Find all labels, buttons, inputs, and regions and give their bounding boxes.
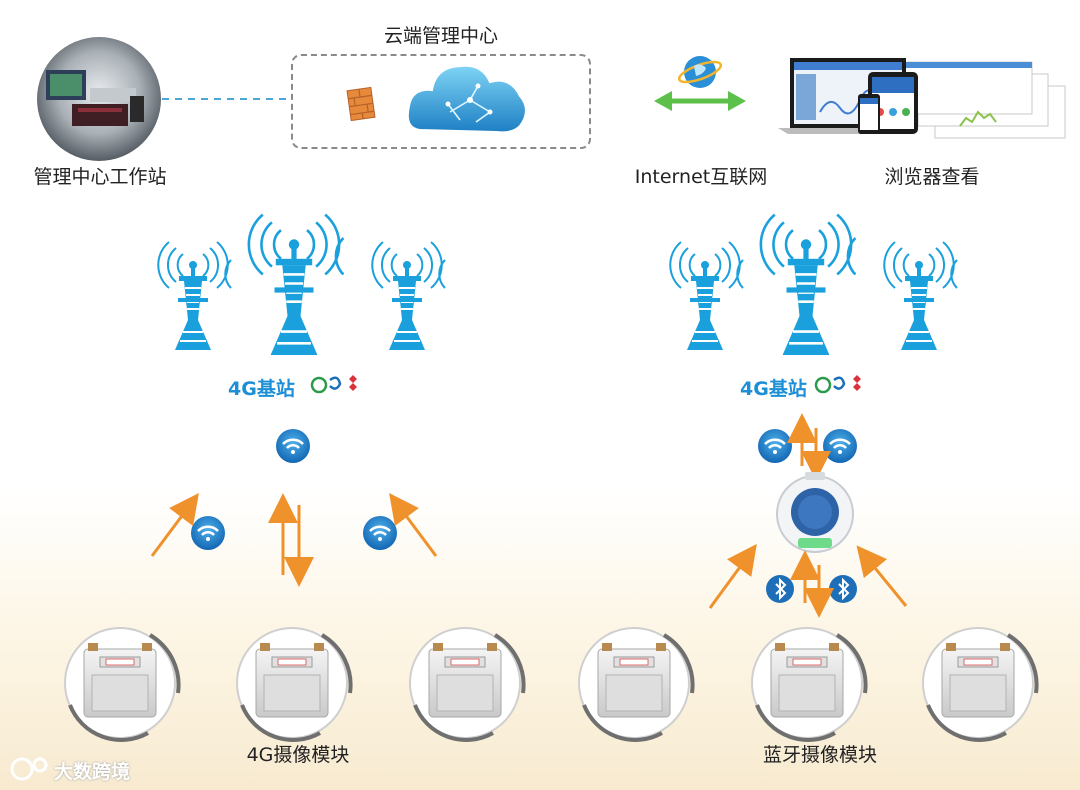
workstation-label: 管理中心工作站 <box>33 166 167 188</box>
signal-tower-icon <box>247 213 345 357</box>
gas-meter <box>577 626 695 742</box>
signal-tower-icon <box>157 241 232 351</box>
gas-meter <box>750 626 868 742</box>
internet-double-arrow <box>654 91 746 111</box>
right-station-label: 4G基站 <box>740 378 807 400</box>
left-station-label: 4G基站 <box>228 378 295 400</box>
cloud-center-label: 云端管理中心 <box>383 25 499 47</box>
carrier-logos <box>310 375 357 394</box>
gateway-link-arrows <box>787 413 831 481</box>
signal-tower-icon <box>883 241 958 351</box>
globe-icon <box>677 56 723 88</box>
bluetooth-gateway <box>776 472 854 553</box>
firewall-icon <box>346 86 376 122</box>
right-module-label: 蓝牙摄像模块 <box>762 744 878 766</box>
cloud-management-box <box>291 54 591 149</box>
wifi-badge-icon <box>274 427 312 465</box>
wifi-badge-icon <box>189 514 227 552</box>
browser-label: 浏览器查看 <box>884 166 980 188</box>
carrier-logos <box>814 375 861 394</box>
internet-label: Internet互联网 <box>634 166 768 188</box>
gas-meter <box>63 626 181 742</box>
gas-meter <box>235 626 353 742</box>
signal-tower-icon <box>371 241 446 351</box>
uplink-arrows-right <box>708 543 908 618</box>
bluetooth-badge-icon <box>828 574 858 604</box>
signal-tower-icon <box>669 241 744 351</box>
wifi-badge-icon <box>821 427 859 465</box>
wifi-badge-icon <box>756 427 794 465</box>
bluetooth-badge-icon <box>765 574 795 604</box>
left-module-label: 4G摄像模块 <box>246 744 350 766</box>
browser-screens <box>778 58 1066 139</box>
uplink-arrows-left <box>150 492 438 587</box>
wifi-badge-icon <box>361 514 399 552</box>
watermark-text: 大数跨境 <box>54 761 131 783</box>
gas-meter <box>408 626 526 742</box>
gas-meter <box>921 626 1039 742</box>
cloud-icon <box>406 64 527 134</box>
workstation-photo <box>37 37 161 161</box>
signal-tower-icon <box>759 213 857 357</box>
watermark-logo-icon <box>10 757 48 781</box>
